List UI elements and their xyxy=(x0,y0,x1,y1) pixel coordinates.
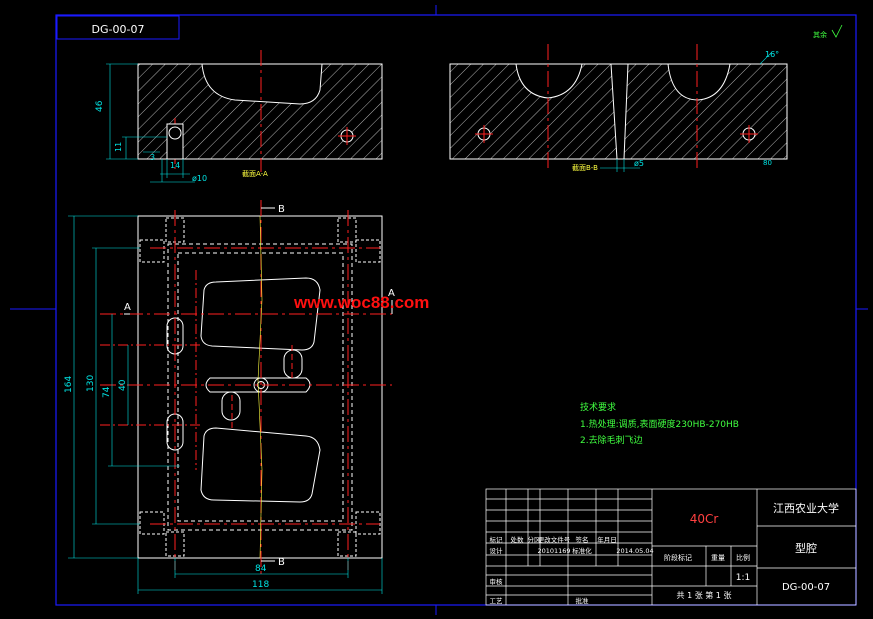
drawing-frame xyxy=(10,5,868,615)
dim-164: 164 xyxy=(64,376,74,393)
hdr-date: 年月日 xyxy=(597,535,617,544)
section-b-label: 截面B-B xyxy=(572,163,598,172)
weight-label: 重量 xyxy=(711,554,725,562)
dim-84: 84 xyxy=(255,564,267,574)
dim-3: 3 xyxy=(150,153,155,162)
scale-label: 比例 xyxy=(736,553,750,562)
roughness-symbol: 其余 xyxy=(813,24,843,39)
hdr-mark: 标记 xyxy=(490,535,504,544)
hdr-sign: 签名 xyxy=(576,535,589,544)
part-name-cell: 型腔 xyxy=(795,541,817,555)
tech-req-item-1: 1.热处理:调质,表面硬度230HB-270HB xyxy=(580,418,739,430)
section-mark-a-right: A xyxy=(388,288,395,299)
dim-angle16: 16° xyxy=(765,50,779,59)
stage-mark: 阶段标记 xyxy=(664,553,692,562)
dim-118: 118 xyxy=(252,580,269,590)
design-id: 20101169 xyxy=(537,547,570,555)
plan-view xyxy=(68,200,393,594)
design-date: 2014.05.04 xyxy=(616,547,653,555)
section-b-view xyxy=(449,44,788,172)
tech-req-item-2: 2.去除毛刺飞边 xyxy=(580,434,643,446)
dim-40: 40 xyxy=(118,379,128,391)
review-label: 审核 xyxy=(490,577,504,586)
dim-74: 74 xyxy=(102,386,112,398)
section-a-label: 截面A-A xyxy=(242,169,268,178)
drawing-code-top: DG-00-07 xyxy=(92,23,145,36)
dim-80: 80 xyxy=(763,159,772,167)
tech-req-title: 技术要求 xyxy=(580,401,616,413)
section-mark-b-bottom: B xyxy=(278,557,285,568)
dim-dia5: ø5 xyxy=(634,159,644,168)
scale-cell: 1:1 xyxy=(736,573,750,583)
design-label: 设计 xyxy=(490,546,504,555)
dim-11: 11 xyxy=(114,142,123,152)
school-cell: 江西农业大学 xyxy=(773,501,839,515)
dim-130: 130 xyxy=(86,375,96,392)
sheet-info: 共 1 张 第 1 张 xyxy=(677,590,732,600)
drawing-no-cell: DG-00-07 xyxy=(782,582,830,593)
title-block xyxy=(485,488,857,606)
roughness-note: 其余 xyxy=(813,30,827,39)
dim-14: 14 xyxy=(170,161,180,170)
approve-label: 批准 xyxy=(576,596,590,605)
hdr-zone: 分区 xyxy=(528,535,542,544)
material-cell: 40Cr xyxy=(690,512,719,526)
hdr-doc: 更改文件号 xyxy=(538,535,571,544)
watermark: www.woc88.com xyxy=(293,293,429,312)
standardize-label: 标准化 xyxy=(572,546,592,555)
dim-dia10: ø10 xyxy=(192,174,207,183)
hdr-count: 处数 xyxy=(511,535,525,544)
section-mark-a-left: A xyxy=(124,302,131,313)
process-label: 工艺 xyxy=(490,597,504,605)
dim-46: 46 xyxy=(95,100,105,112)
section-a-view xyxy=(106,50,383,183)
section-mark-b-top: B xyxy=(278,204,285,215)
